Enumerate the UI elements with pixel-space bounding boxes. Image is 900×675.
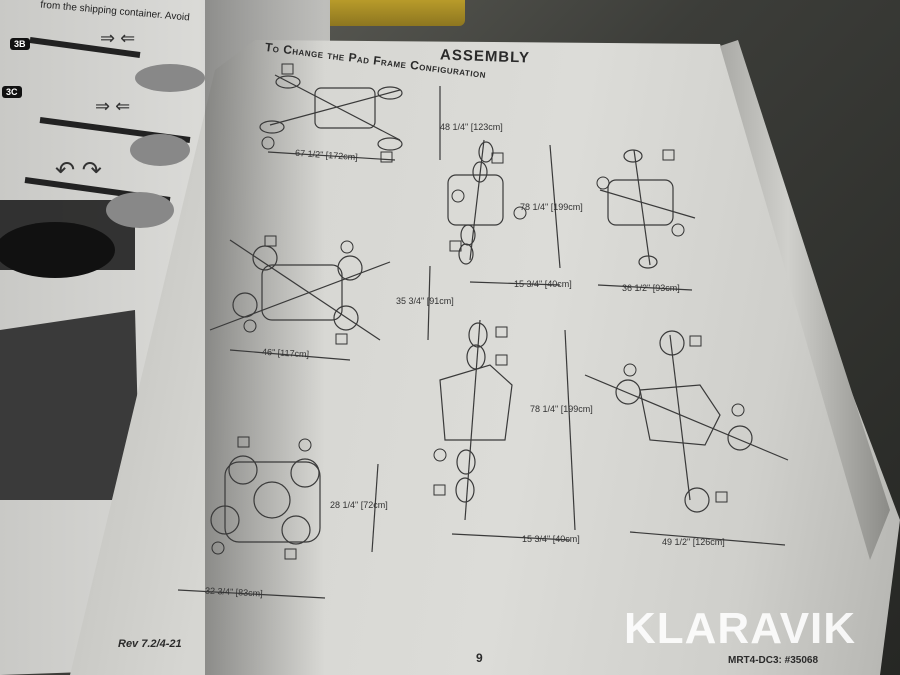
gutter-shadow bbox=[205, 0, 325, 675]
frame-diagram-6 bbox=[584, 330, 789, 546]
left-page-photos: ⇒ ⇐ ⇒ ⇐ ↶ ↷ bbox=[0, 28, 205, 500]
dim-d7-height: 28 1/4" [72cm] bbox=[330, 500, 388, 510]
hand-photo-b bbox=[130, 134, 190, 166]
arrows-icon-2: ⇒ ⇐ bbox=[95, 96, 130, 116]
frame-diagram-2 bbox=[447, 139, 561, 286]
frame-diagram-5 bbox=[439, 319, 576, 541]
hand-photo-c bbox=[106, 192, 174, 228]
frame-diagram-1 bbox=[259, 74, 441, 161]
footer-code: MRT4-DC3: #35068 bbox=[728, 655, 819, 666]
dim-d1-height: 48 1/4" [123cm] bbox=[440, 122, 503, 132]
dim-d2-width: 15 3/4" [40cm] bbox=[514, 279, 572, 289]
dim-d5-height: 78 1/4" [199cm] bbox=[530, 404, 593, 414]
suction-pad-photo bbox=[0, 222, 115, 278]
step-badge-3b: 3B bbox=[10, 38, 30, 50]
arrows-icon: ⇒ ⇐ bbox=[100, 28, 135, 48]
watermark-logo: KLARAVIK bbox=[624, 604, 857, 653]
hose-photo-a bbox=[29, 37, 141, 58]
person-photo bbox=[0, 310, 140, 500]
dim-d4-height: 35 3/4" [91cm] bbox=[396, 296, 454, 306]
page-number: 9 bbox=[476, 651, 483, 665]
dim-d6-width: 49 1/2" [126cm] bbox=[662, 537, 725, 547]
frame-diagram-7 bbox=[177, 455, 379, 599]
twist-arrows-icon: ↶ ↷ bbox=[55, 157, 102, 184]
dim-d3-width: 36 1/2" [93cm] bbox=[622, 283, 680, 293]
step-badge-3c: 3C bbox=[2, 86, 22, 98]
callout-markers bbox=[211, 63, 745, 560]
hand-photo-a bbox=[135, 64, 205, 92]
dim-d5-width: 15 3/4" [40cm] bbox=[522, 534, 580, 544]
dim-d2-height: 78 1/4" [199cm] bbox=[520, 202, 583, 212]
frame-diagram-3 bbox=[597, 149, 696, 291]
frame-diagram-4 bbox=[209, 239, 431, 361]
footer-revision: Rev 7.2/4-21 bbox=[118, 638, 182, 650]
